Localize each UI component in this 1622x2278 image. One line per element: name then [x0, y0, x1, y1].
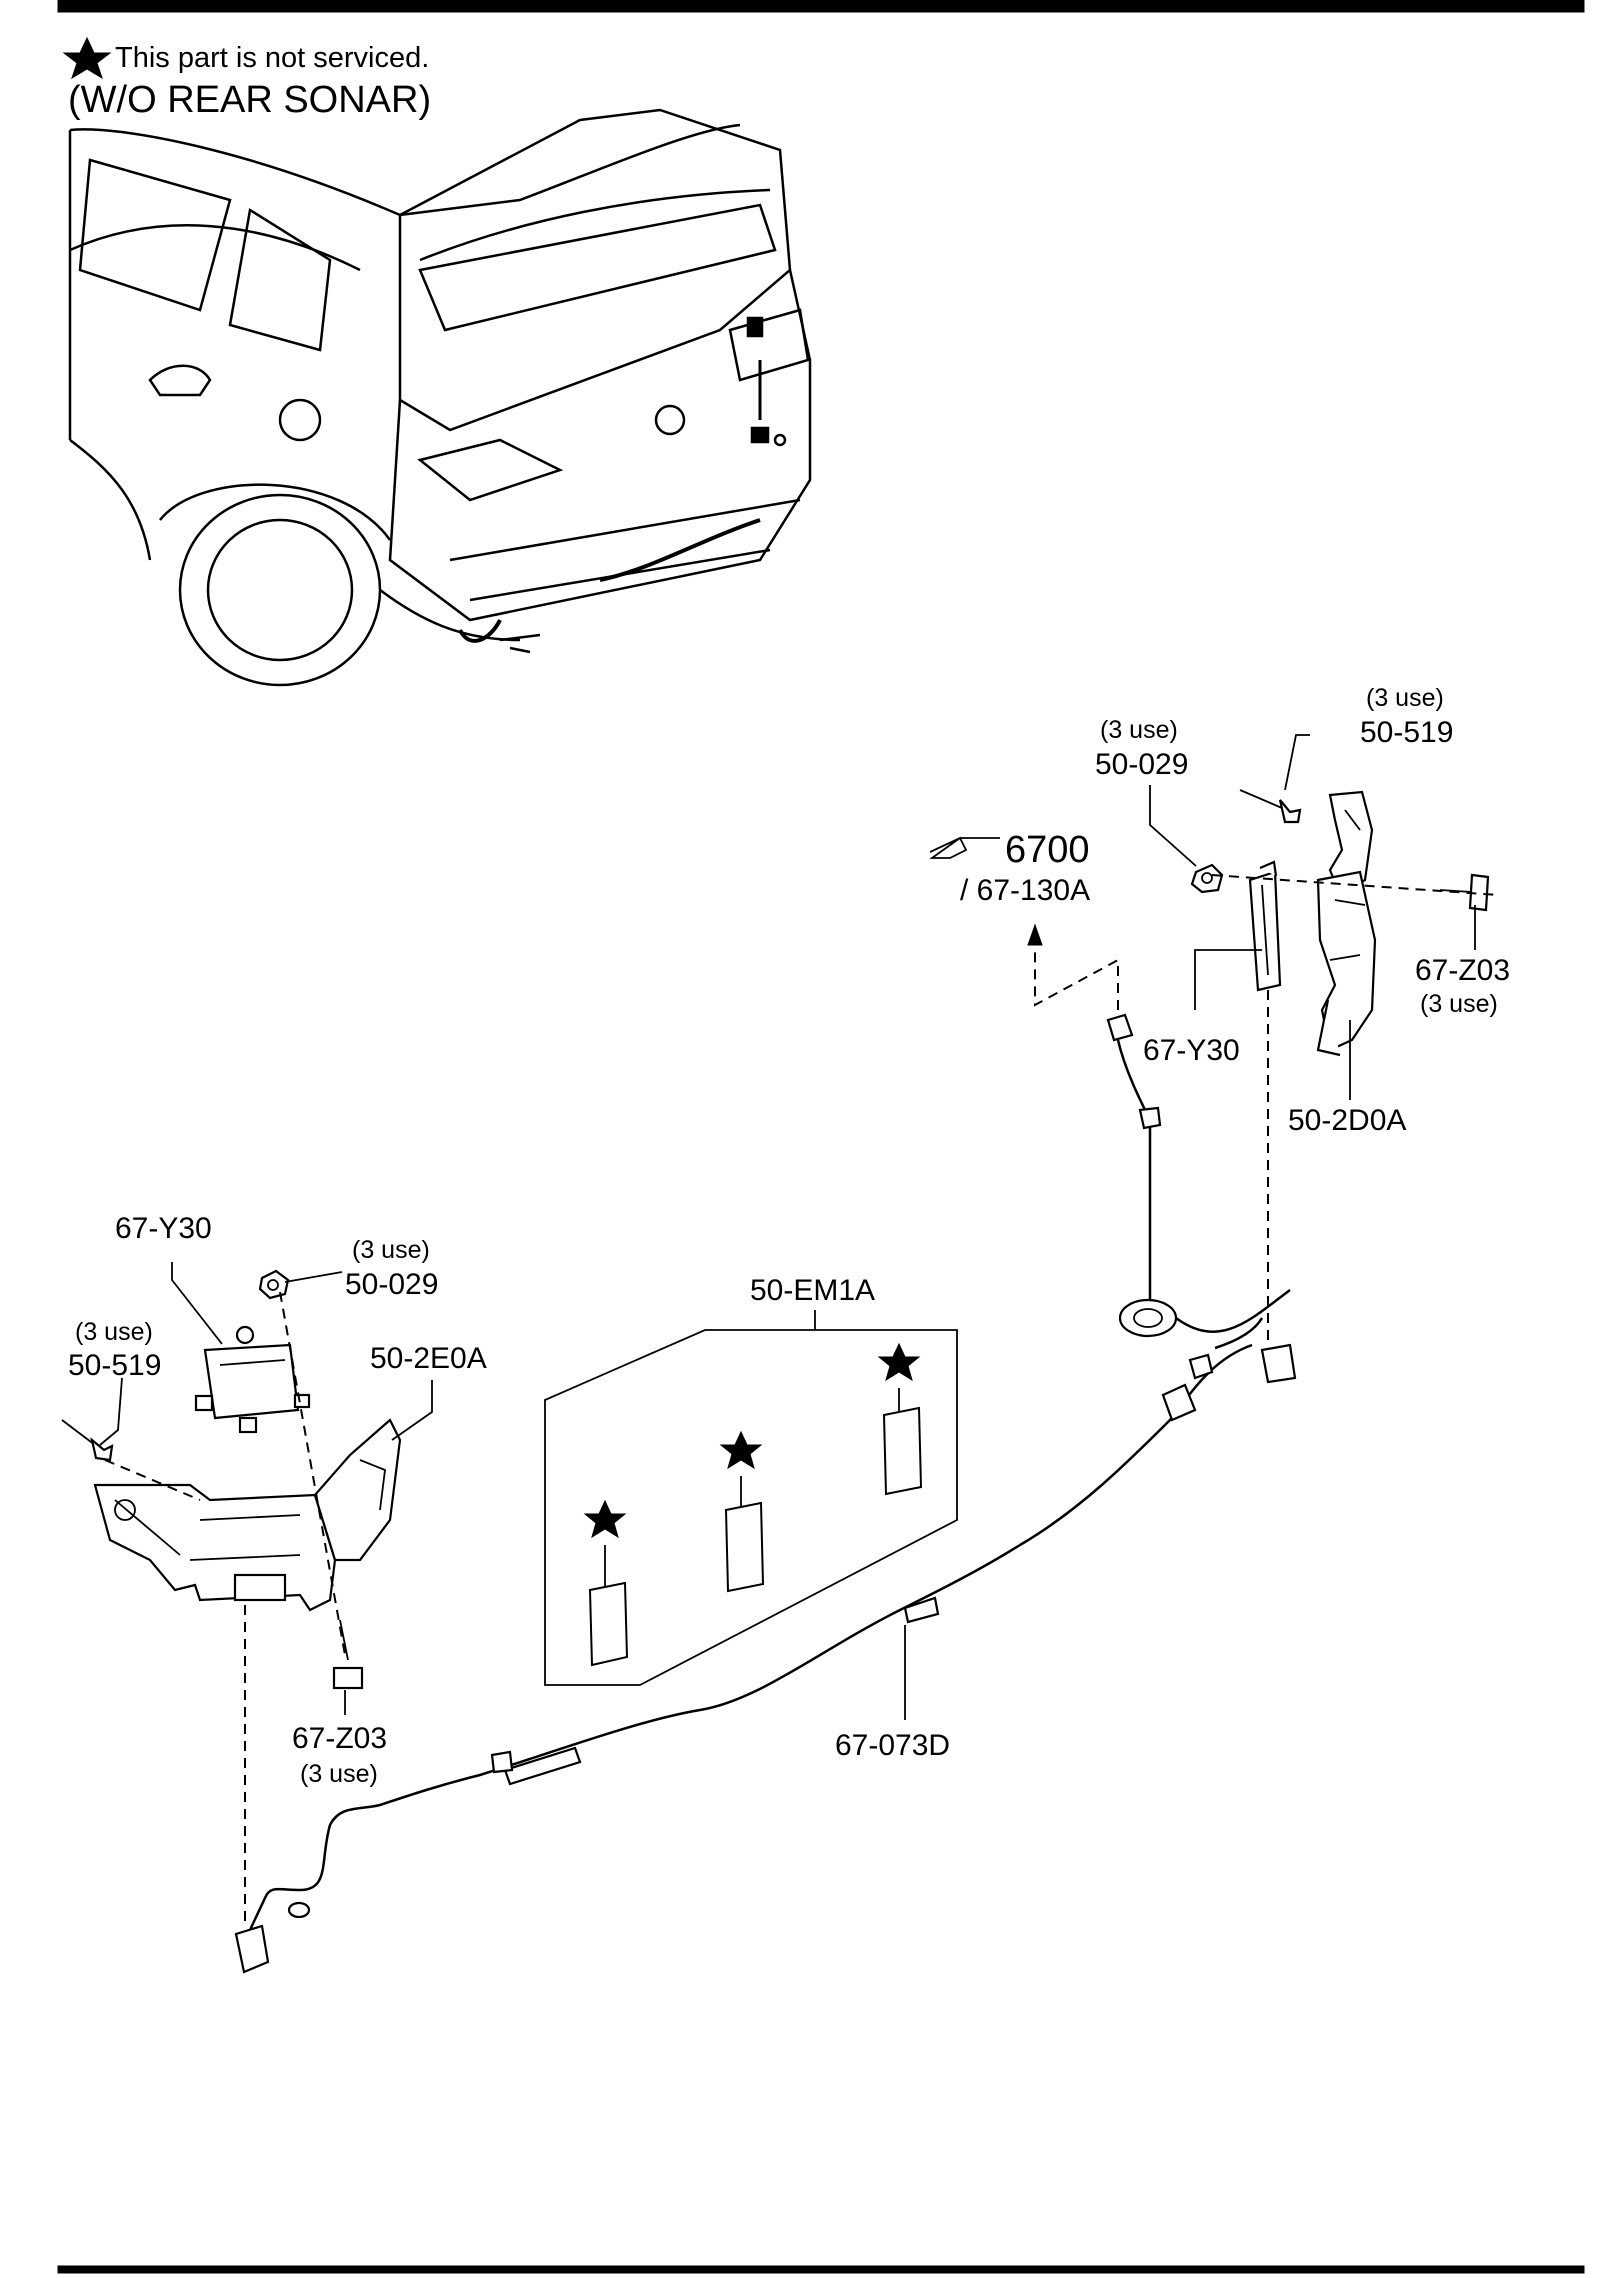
- label-kit-50-EM1A: [544, 1329, 958, 1686]
- svg-text:50-029: 50-029: [345, 1268, 438, 1301]
- page-title: (W/O REAR SONAR): [68, 79, 431, 121]
- star-icon: [62, 36, 112, 80]
- callout-50-029-lower: (3 use) 50-029: [345, 1236, 438, 1301]
- callout-50-519-upper: (3 use) 50-519: [1360, 684, 1453, 749]
- callout-50-029-upper: (3 use) 50-029: [1095, 716, 1188, 781]
- clip-67-Z03-lower: [332, 1619, 364, 1690]
- callout-50-519-lower: (3 use) 50-519: [68, 1318, 161, 1382]
- callout-67-073D: 67-073D: [835, 1729, 950, 1762]
- clip-67-Z03-upper: [1439, 873, 1490, 912]
- harness-67-073D: [234, 1343, 1253, 1974]
- bolt-50-519-lower: [61, 1419, 114, 1462]
- callout-67-Z03-lower: 67-Z03 (3 use): [292, 1722, 387, 1788]
- nut-50-029-lower: [258, 1269, 290, 1300]
- nut-50-029-upper: [1190, 863, 1224, 894]
- callout-50-EM1A: 50-EM1A: [750, 1274, 875, 1307]
- svg-text:67-Y30: 67-Y30: [1143, 1034, 1240, 1067]
- svg-text:(3 use): (3 use): [300, 1760, 378, 1788]
- svg-text:(3 use): (3 use): [1420, 990, 1498, 1018]
- svg-text:/ 67-130A: / 67-130A: [960, 874, 1090, 907]
- bracket-50-2E0A: [93, 1418, 402, 1612]
- star-icon: [877, 1342, 921, 1382]
- svg-text:50-519: 50-519: [1360, 716, 1453, 749]
- sensor-67-Y30-upper: [1248, 860, 1282, 992]
- svg-text:(3 use): (3 use): [75, 1318, 153, 1346]
- bottom-rule: [57, 2265, 1585, 2274]
- callout-50-2D0A: 50-2D0A: [1288, 1104, 1406, 1137]
- svg-text:6700: 6700: [1005, 829, 1090, 871]
- pointing-hand-icon: [929, 836, 1000, 859]
- header: This part is not serviced. (W/O REAR SON…: [62, 36, 431, 121]
- svg-text:67-Z03: 67-Z03: [292, 1722, 387, 1755]
- svg-text:67-Z03: 67-Z03: [1415, 954, 1510, 987]
- callout-67-Z03-upper: 67-Z03 (3 use): [1415, 954, 1510, 1018]
- leader-lines: [99, 734, 1476, 1720]
- reference-6700: 6700 / 67-130A: [929, 829, 1090, 907]
- svg-text:67-Y30: 67-Y30: [115, 1212, 212, 1245]
- svg-text:(3 use): (3 use): [1366, 684, 1444, 712]
- star-icon: [719, 1430, 763, 1470]
- svg-text:50-2D0A: 50-2D0A: [1288, 1104, 1406, 1137]
- guide-lines-lower: [104, 1291, 346, 1925]
- svg-text:50-EM1A: 50-EM1A: [750, 1274, 875, 1307]
- callout-67-Y30-lower: 67-Y30: [115, 1212, 212, 1245]
- svg-text:(3 use): (3 use): [1100, 716, 1178, 744]
- vehicle-illustration: [68, 108, 812, 687]
- svg-text:50-519: 50-519: [68, 1349, 161, 1382]
- sensor-67-Y30-lower: [194, 1325, 311, 1434]
- svg-text:50-2E0A: 50-2E0A: [370, 1342, 487, 1375]
- svg-text:67-073D: 67-073D: [835, 1729, 950, 1762]
- svg-text:(3 use): (3 use): [352, 1236, 430, 1264]
- callout-50-2E0A: 50-2E0A: [370, 1342, 487, 1375]
- svg-text:50-029: 50-029: [1095, 748, 1188, 781]
- top-rule: [57, 0, 1585, 13]
- callout-67-Y30-upper: 67-Y30: [1143, 1034, 1240, 1067]
- bolt-50-519-upper: [1239, 789, 1302, 824]
- star-icon: [583, 1499, 627, 1539]
- guide-lines-upper: [1027, 874, 1499, 1340]
- not-serviced-note: This part is not serviced.: [115, 42, 429, 74]
- harness-upper: [1106, 1013, 1297, 1384]
- bracket-50-2D0A: [1316, 790, 1377, 1057]
